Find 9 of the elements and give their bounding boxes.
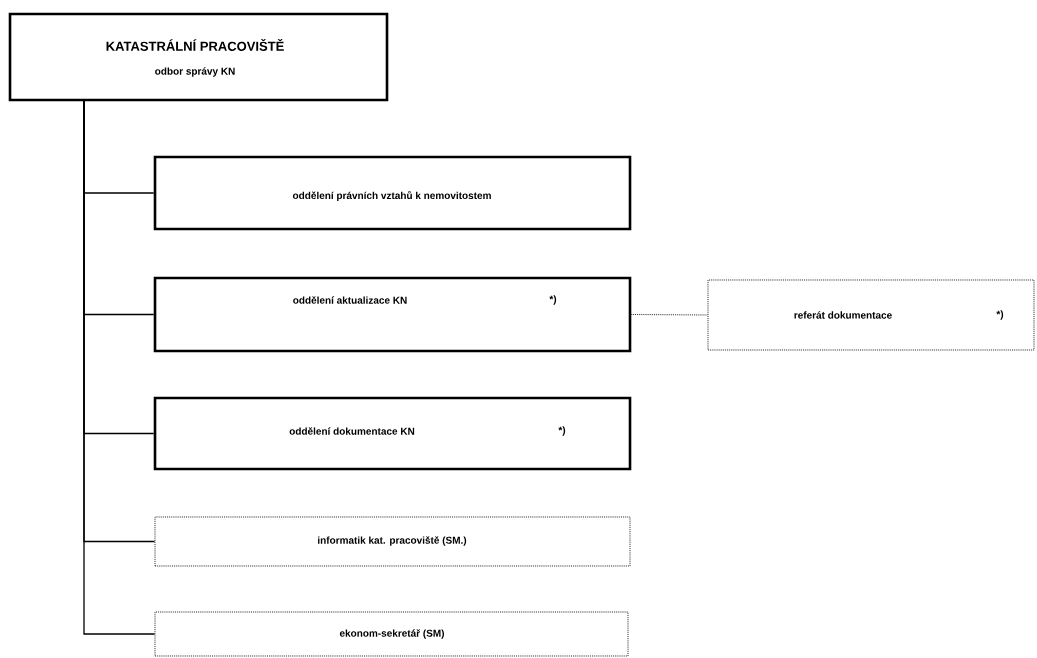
org-box: informatik kat. pracoviště (SM.): [154, 516, 631, 567]
org-box: oddělení právních vztahů k nemovitostem: [153, 155, 632, 231]
org-box: referát dokumentace *): [707, 279, 1035, 351]
org-box: KATASTRÁLNÍ PRACOVIŠTĚ odbor správy KN: [8, 12, 389, 102]
org-box: oddělení dokumentace KN *): [153, 396, 632, 471]
connector-line: [83, 100, 156, 635]
org-box: oddělení aktualizace KN *): [153, 276, 632, 353]
org-box: ekonom-sekretář (SM): [154, 611, 629, 657]
connector-line: [630, 314, 708, 316]
